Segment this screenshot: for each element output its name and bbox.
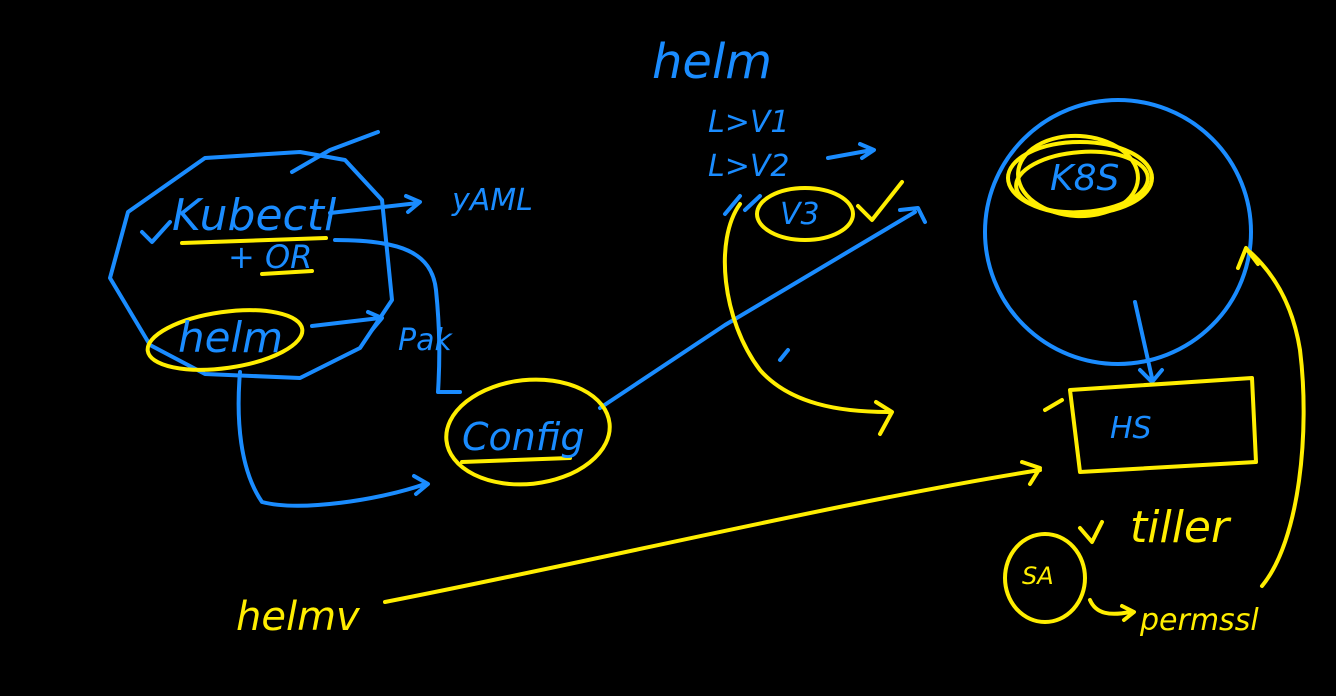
small-mark bbox=[778, 348, 790, 362]
sa-to-tiller-bracket bbox=[1078, 520, 1104, 544]
kubectl-to-config-curve bbox=[333, 238, 462, 394]
kubectl-label: Kubectl bbox=[172, 190, 337, 241]
versions-bracket-curve bbox=[722, 202, 894, 436]
version-v3-label: V3 bbox=[780, 197, 820, 232]
k8s-ellipse-2 bbox=[1014, 149, 1150, 215]
hs-label: HS bbox=[1110, 411, 1152, 446]
kubectl-checkmark bbox=[140, 220, 172, 244]
v3-checkmark bbox=[856, 180, 904, 222]
helm-left-ellipse bbox=[145, 308, 305, 372]
version-v2-label: L>V2 bbox=[708, 149, 789, 184]
sa-circle bbox=[1003, 532, 1087, 624]
permission-label: permssl bbox=[1139, 603, 1259, 638]
hs-box bbox=[1068, 376, 1258, 474]
octagon-top-flick bbox=[290, 130, 380, 174]
helm-to-pak-arrow bbox=[310, 310, 384, 332]
version-hooks bbox=[723, 194, 762, 216]
yaml-label: yAML bbox=[451, 183, 533, 218]
sa-label: SA bbox=[1022, 562, 1054, 590]
config-label: Config bbox=[462, 415, 585, 459]
k8s-label: K8S bbox=[1050, 158, 1119, 199]
helm-left-label: helm bbox=[178, 313, 283, 362]
helmv-to-hs-arrow bbox=[383, 460, 1042, 604]
config-ellipse bbox=[444, 377, 612, 487]
kubectl-underline bbox=[180, 236, 328, 245]
k8s-to-hs-arrow bbox=[1133, 300, 1164, 384]
hs-box-tick bbox=[1043, 398, 1064, 412]
pak-label: Pak bbox=[398, 323, 453, 358]
or-label: + OR bbox=[228, 238, 312, 276]
k8s-ellipse-3 bbox=[1016, 133, 1140, 219]
left-cluster-octagon bbox=[108, 150, 394, 380]
sa-to-permission-arrow bbox=[1088, 598, 1136, 622]
helm-to-config-curve bbox=[236, 370, 430, 508]
kubectl-to-yaml-arrow bbox=[328, 194, 422, 215]
title-label: helm bbox=[652, 34, 772, 90]
tiller-label: tiller bbox=[1130, 502, 1232, 553]
v2-arrow bbox=[826, 142, 876, 160]
permission-to-k8s-curve bbox=[1236, 246, 1306, 588]
helmv-label: helmv bbox=[236, 594, 361, 640]
k8s-cluster-circle bbox=[983, 98, 1253, 366]
config-underline bbox=[460, 456, 572, 464]
version-v1-label: L>V1 bbox=[708, 105, 789, 140]
or-underline bbox=[260, 269, 314, 276]
v3-ellipse bbox=[755, 186, 855, 242]
config-to-v3-line bbox=[598, 206, 927, 410]
